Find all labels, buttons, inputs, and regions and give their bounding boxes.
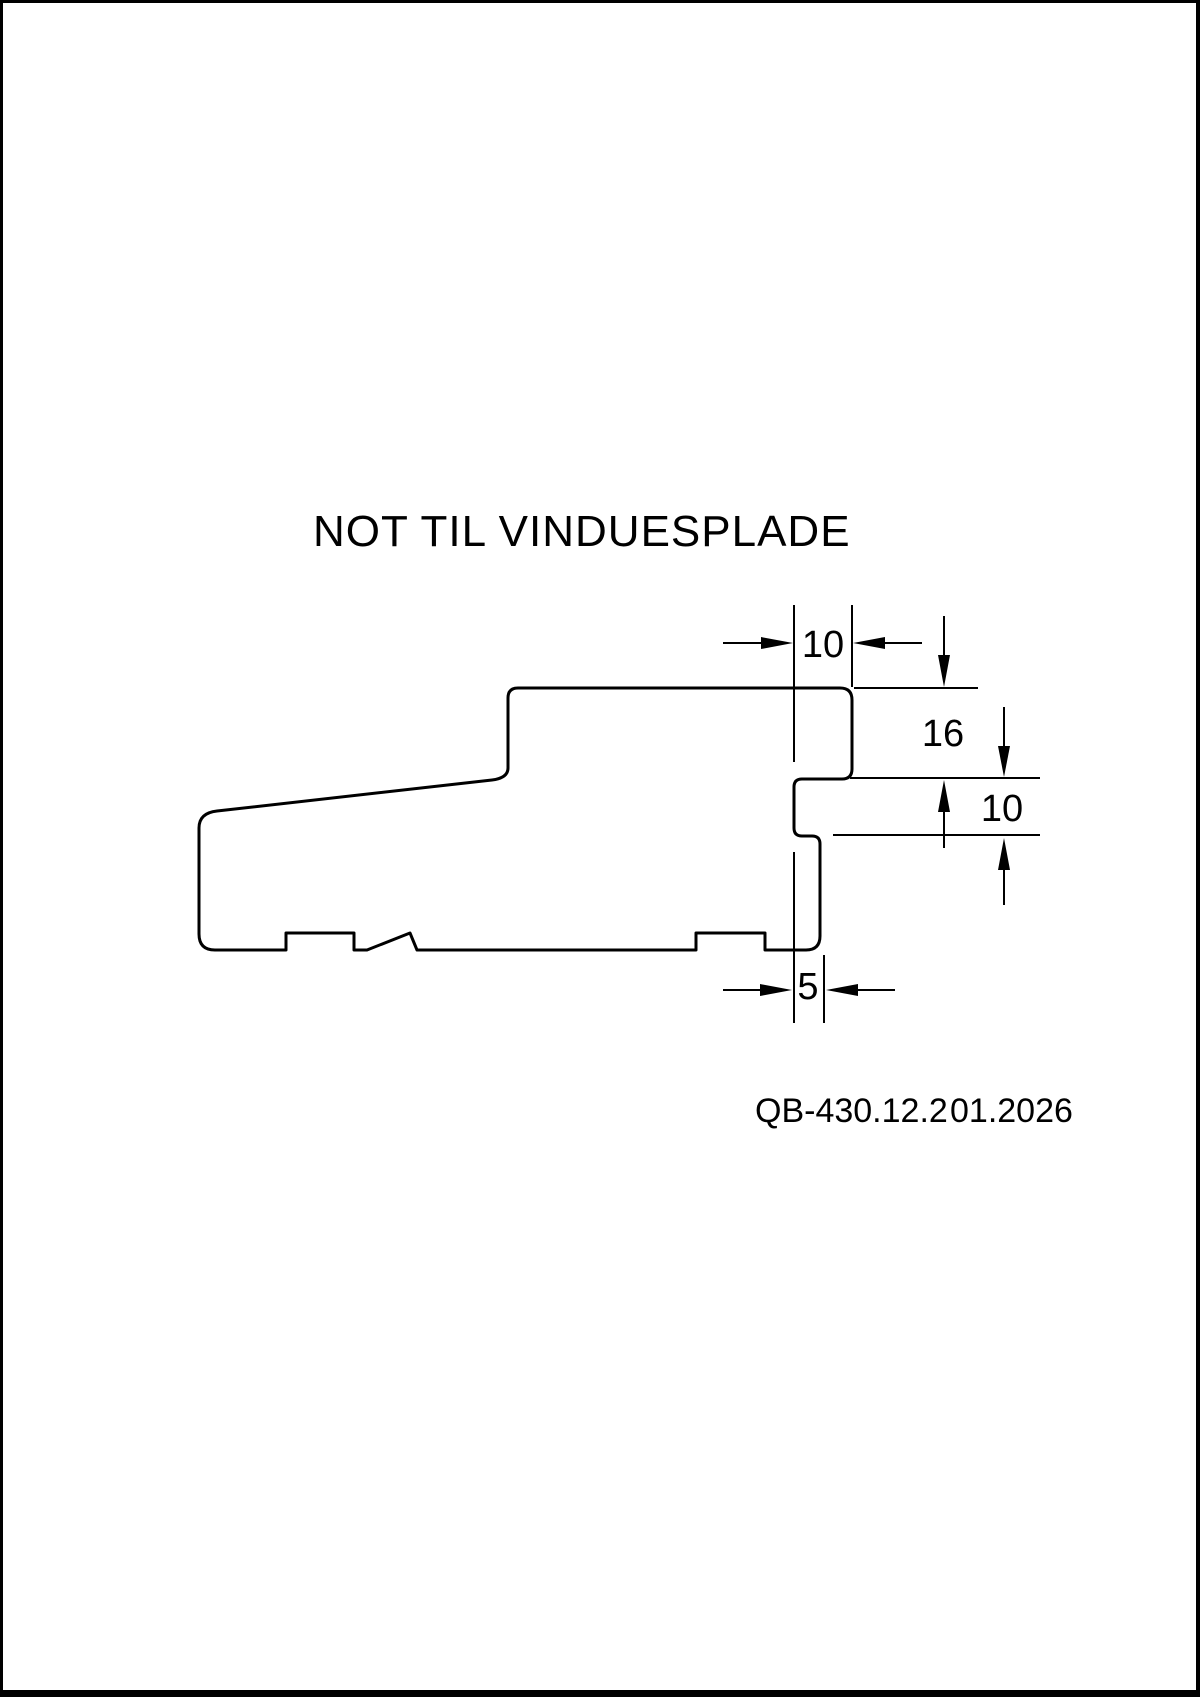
- dimension-groove-opening: 10: [833, 707, 1040, 905]
- page-border-bottom: [0, 1690, 1200, 1697]
- drawing-title: NOT TIL VINDUESPLADE: [313, 507, 851, 556]
- arrowhead-right-icon: [761, 637, 793, 649]
- dimension-wall-thickness: 5: [723, 852, 895, 1023]
- page-border-top: [0, 0, 1200, 3]
- doc-number: QB-430.12.2: [755, 1092, 948, 1130]
- arrowhead-up-icon: [938, 780, 950, 812]
- page-border-left: [0, 0, 3, 1697]
- dimension-top-lip-height: 16: [850, 616, 1040, 848]
- revision-date: 01.2026: [950, 1092, 1073, 1130]
- arrowhead-down-icon: [998, 746, 1010, 777]
- dimension-value: 10: [981, 788, 1023, 830]
- dimension-value: 16: [922, 713, 964, 755]
- dimension-value: 10: [802, 624, 844, 666]
- arrowhead-left-icon: [826, 984, 858, 996]
- arrowhead-down-icon: [938, 655, 950, 687]
- dimension-groove-depth: 10: [723, 605, 922, 762]
- arrowhead-up-icon: [998, 838, 1010, 870]
- dimension-value: 5: [797, 966, 818, 1008]
- arrowhead-right-icon: [760, 984, 792, 996]
- arrowhead-left-icon: [853, 637, 885, 649]
- title-block: QB-430.12.2 01.2026: [755, 1092, 1073, 1130]
- page-border-right: [1196, 0, 1200, 1697]
- profile-outline: [197, 686, 854, 952]
